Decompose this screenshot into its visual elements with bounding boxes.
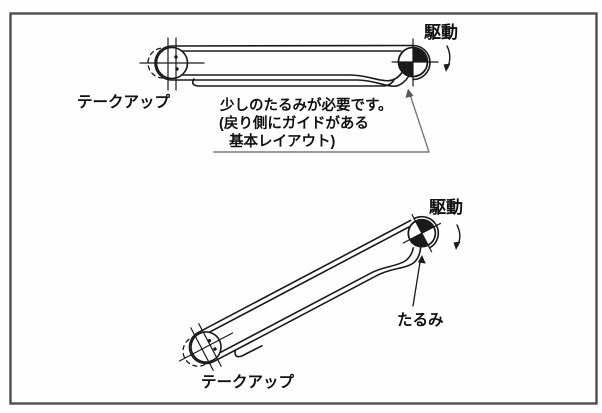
top-note-line1: 少しのたるみが必要です。 [219, 96, 393, 114]
bottom-takeup-label: テークアップ [201, 372, 295, 391]
top-belt-diagram [139, 37, 451, 153]
top-takeup-label: テークアップ [77, 92, 171, 111]
bottom-drive-pulley-symbol [402, 214, 442, 253]
top-drive-label: 駆動 [424, 22, 458, 42]
top-belt-outline [154, 44, 431, 88]
slack-leader [412, 255, 426, 307]
top-takeup-pulley-symbol [139, 37, 205, 91]
bottom-belt-diagram [178, 214, 461, 371]
bottom-drive-label: 駆動 [429, 197, 463, 217]
bottom-return-guide [234, 344, 263, 358]
top-note-line3: 基本レイアウト) [228, 132, 335, 150]
bottom-belt-outline [178, 214, 442, 371]
top-note-leader [213, 88, 430, 153]
top-note-line2: (戻り側にガイドがある [219, 114, 369, 132]
figure-border [9, 12, 598, 405]
top-drive-rotation-arrow-icon [443, 45, 451, 72]
bottom-takeup-pulley-symbol [178, 323, 234, 371]
top-drive-pulley-symbol [391, 38, 439, 87]
bottom-drive-rotation-arrow-icon [453, 224, 461, 250]
slack-label: たるみ [397, 311, 444, 329]
top-return-guide [191, 78, 396, 87]
